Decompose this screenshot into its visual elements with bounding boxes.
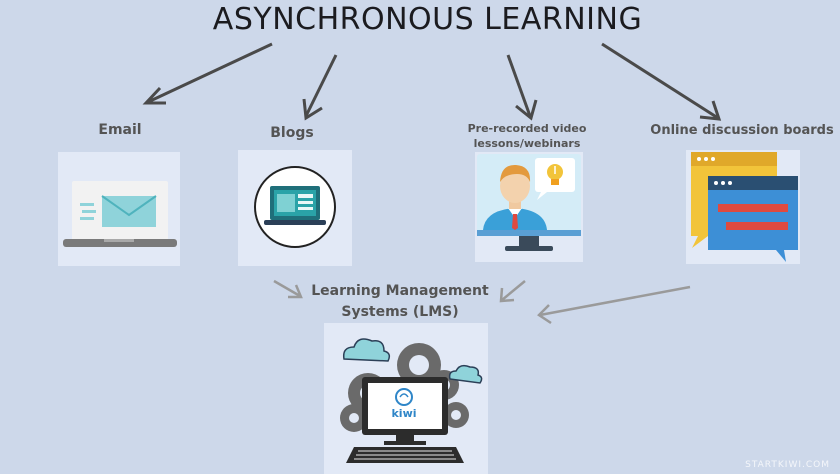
arrow-email-to-lms [273,279,303,299]
discussion-board-icon [691,152,798,262]
blogs-label: Blogs [270,125,314,141]
email-card [58,152,180,266]
discussion-card [686,150,800,264]
blog-laptop-icon [254,166,336,248]
lms-computer-gears-icon: kiwi [340,338,483,463]
blogs-card [238,150,352,266]
arrow-title-to-video [506,54,538,121]
video-label-line2: lessons/webinars [473,137,581,150]
email-label: Email [98,122,142,138]
lms-screen-text: kiwi [391,407,416,420]
arrow-video-to-lms [499,280,526,303]
discussion-label: Online discussion boards [650,123,834,138]
arrow-title-to-email [142,42,273,105]
arrow-discussion-to-lms [537,285,691,325]
lms-label: Learning Management Systems (LMS) [300,281,500,323]
diagram-title: ASYNCHRONOUS LEARNING [212,2,643,37]
lms-label-line1: Learning Management [311,283,489,299]
video-lesson-presenter-icon [477,154,581,251]
email-laptop-icon [63,181,177,247]
arrow-title-to-blogs [302,54,338,121]
video-label-line1: Pre-recorded video [467,122,587,135]
lms-card: kiwi [324,323,488,474]
arrow-title-to-discussion [601,42,722,121]
footer-watermark: STARTKIWI.COM [745,460,830,470]
lms-label-line2: Systems (LMS) [341,304,459,320]
video-label: Pre-recorded video lessons/webinars [462,121,592,151]
video-card [475,152,583,262]
